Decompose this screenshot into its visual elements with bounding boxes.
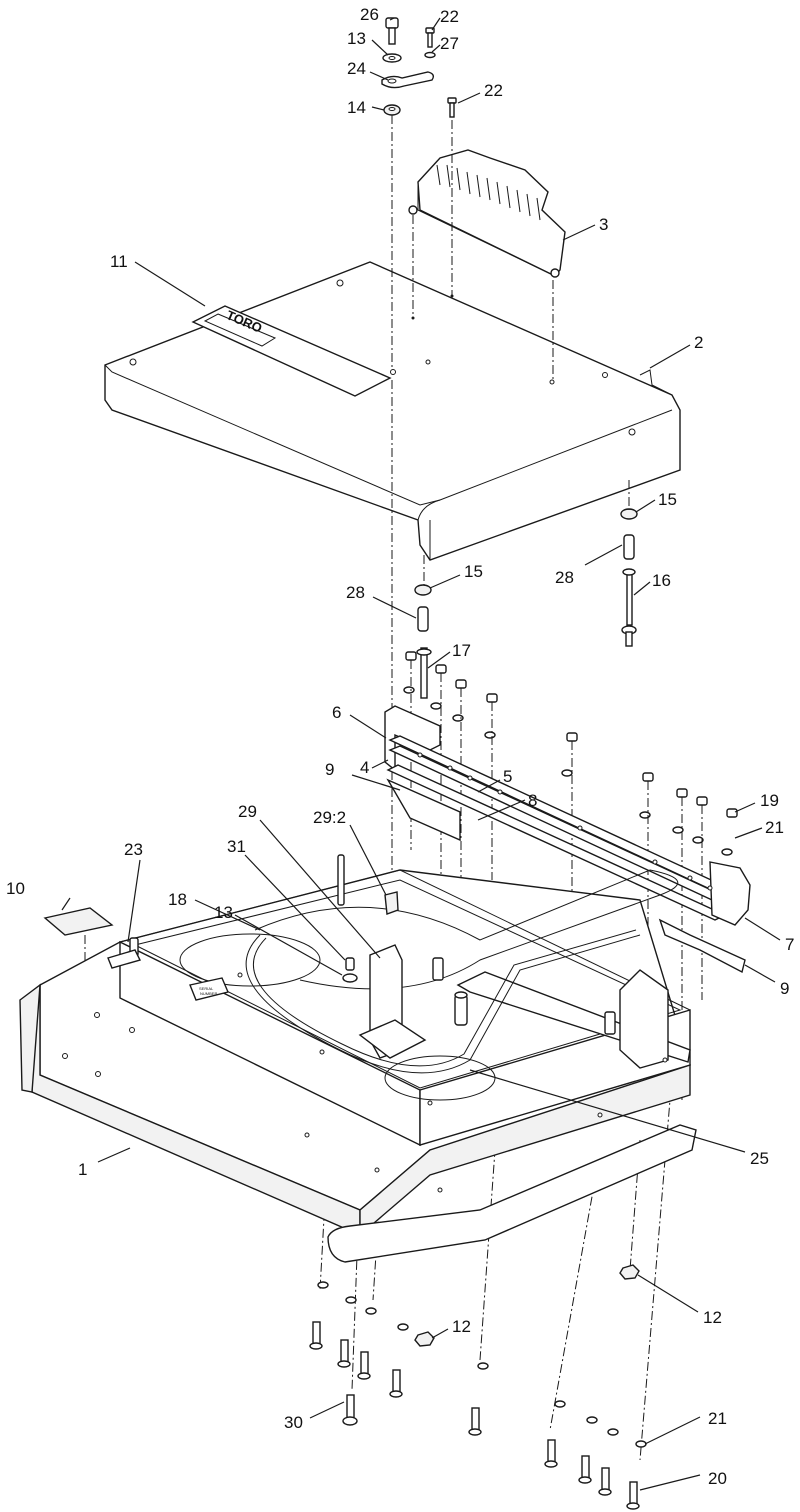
callout-label: 15 — [464, 562, 483, 581]
callout-label: 21 — [765, 818, 784, 837]
callout-label: 7 — [785, 935, 794, 954]
callout-label: 16 — [652, 571, 671, 590]
callout-label: 24 — [347, 59, 366, 78]
callout-label: 2 — [694, 333, 703, 352]
callout-label: 18 — [168, 890, 187, 909]
callout-label: 28 — [346, 583, 365, 602]
serial-number-decal-text-2: NUMBER — [200, 991, 217, 996]
callout-label: 1 — [78, 1160, 87, 1179]
callout-label: 20 — [708, 1469, 727, 1488]
callout-label: 13 — [347, 29, 366, 48]
callout-label: 5 — [503, 767, 512, 786]
top-hardware — [381, 17, 457, 118]
spacers-and-posts — [414, 508, 638, 699]
bottom-hardware — [309, 1264, 647, 1510]
callout-label: 25 — [750, 1149, 769, 1168]
callout-label: 3 — [599, 215, 608, 234]
callout-label: 26 — [360, 5, 379, 24]
louvered-shield — [408, 149, 566, 278]
loose-decal — [43, 907, 114, 936]
callout-label: 27 — [440, 34, 459, 53]
leader-lines — [61, 17, 781, 1491]
callout-label: 11 — [110, 252, 128, 271]
callout-label: 23 — [124, 840, 143, 859]
callout-label: 28 — [555, 568, 574, 587]
callout-label: 4 — [360, 758, 369, 777]
serial-number-decal-text: SERIAL — [199, 986, 214, 991]
callout-label: 6 — [332, 703, 341, 722]
callout-label: 29:2 — [313, 808, 346, 827]
callout-label: 13 — [214, 903, 233, 922]
callout-labels: 26 22 13 27 24 14 22 3 11 2 15 15 28 28 … — [6, 5, 794, 1488]
callout-label: 12 — [703, 1308, 722, 1327]
callout-label: 8 — [528, 791, 537, 810]
callout-label: 14 — [347, 98, 366, 117]
callout-label: 9 — [325, 760, 334, 779]
callout-label: 21 — [708, 1409, 727, 1428]
callout-label: 30 — [284, 1413, 303, 1432]
mounting-rails — [384, 705, 751, 974]
callout-label: 9 — [780, 979, 789, 998]
callout-label: 12 — [452, 1317, 471, 1336]
callout-label: 19 — [760, 791, 779, 810]
callout-label: 29 — [238, 802, 257, 821]
callout-label: 31 — [227, 837, 246, 856]
callout-label: 22 — [440, 7, 459, 26]
callout-label: 22 — [484, 81, 503, 100]
mower-deck-base: SERIAL NUMBER — [19, 854, 697, 1263]
callout-label: 15 — [658, 490, 677, 509]
callout-label: 17 — [452, 641, 471, 660]
callout-label: 10 — [6, 879, 25, 898]
